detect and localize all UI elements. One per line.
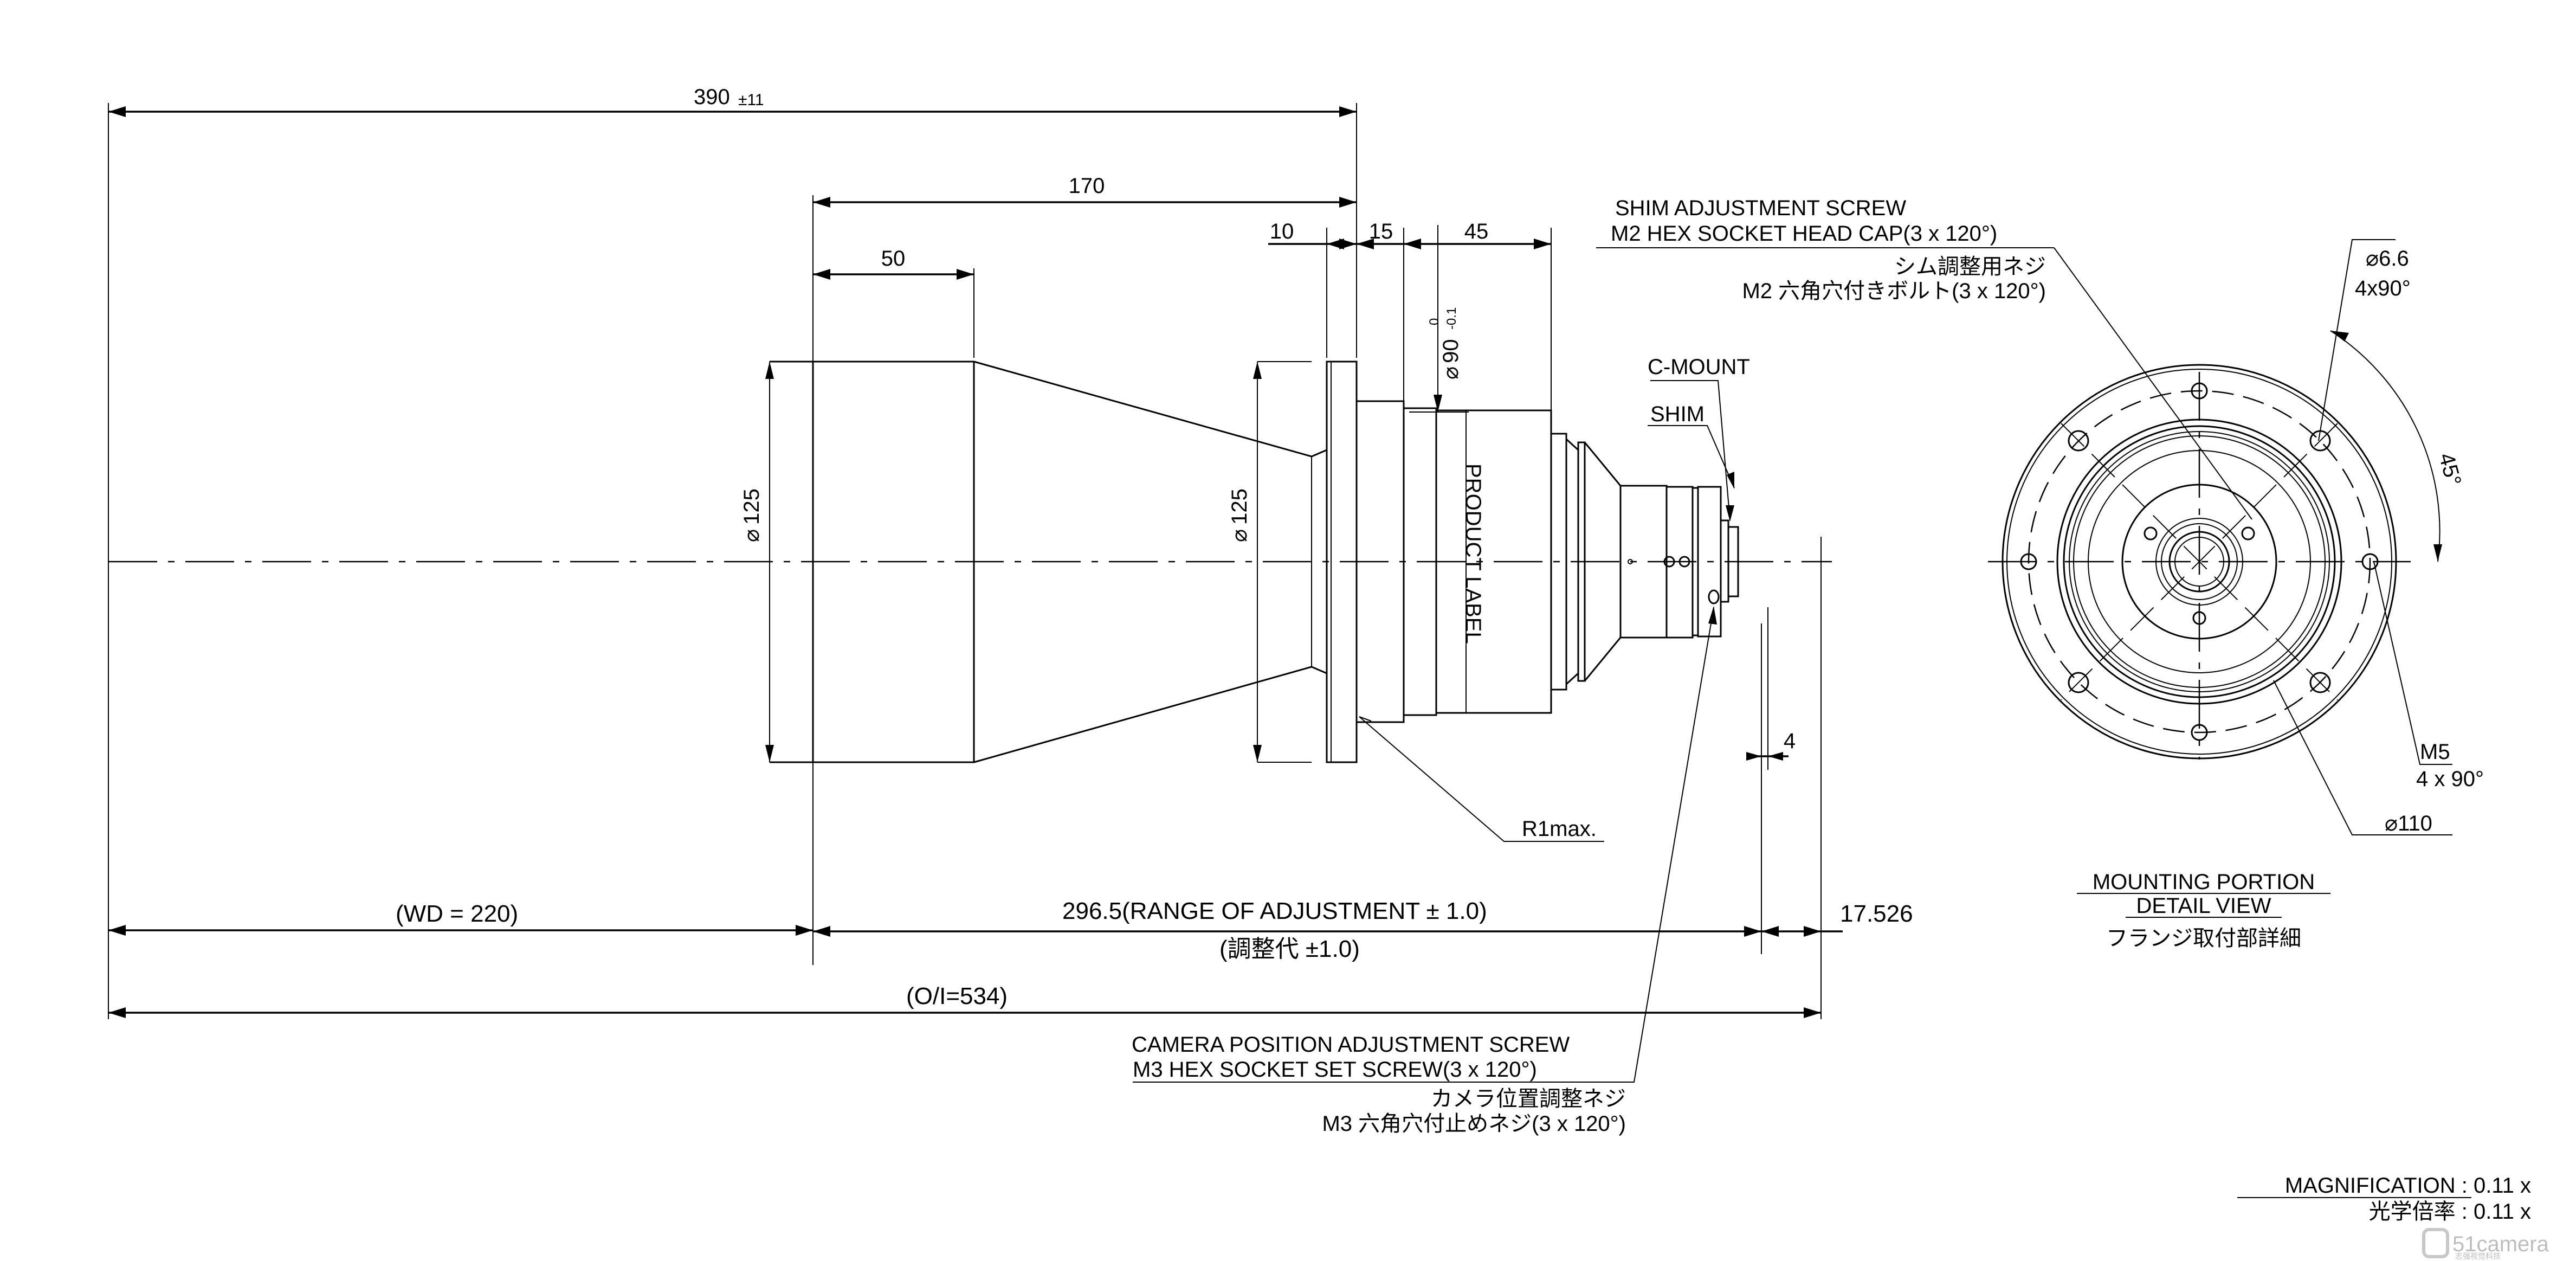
detail-leaders [2273, 239, 2452, 835]
range-adjust-value: 296.5(RANGE OF ADJUSTMENT ± 1.0) [1062, 898, 1487, 924]
camera-screw-label-2: M3 HEX SOCKET SET SCREW(3 x 120°) [1133, 1058, 1537, 1082]
shim-screws [2144, 526, 2255, 625]
leader-r1max: R1max. [1359, 716, 1604, 842]
detail-title-line1: MOUNTING PORTION [2093, 870, 2315, 894]
mounting-detail-view [1988, 364, 2411, 760]
dim-rear-diameter: ⌀125 [1228, 362, 1262, 762]
shim-label: SHIM [1650, 402, 1705, 426]
m5-pattern-label: 4 x 90° [2416, 767, 2484, 791]
hole-dia-label: ⌀6.6 [2366, 247, 2409, 271]
dim-10-value: 10 [1270, 220, 1294, 243]
dim-90-tol-lower: -0.1 [1444, 307, 1459, 330]
leader-camera-screw: CAMERA POSITION ADJUSTMENT SCREW M3 HEX … [1132, 606, 1717, 1136]
detail-title-jp: フランジ取付部詳細 [2106, 927, 2301, 950]
angle-label: 45° [2434, 451, 2465, 488]
dim-90-value: ⌀90 [1439, 339, 1463, 379]
dim-90-tol-upper: 0 [1427, 318, 1442, 325]
magnification-block: MAGNIFICATION : 0.11 x 光学倍率 : 0.11 x [2237, 1174, 2531, 1224]
camera-screw-label-jp2: M3 六角穴付止めネジ(3 x 120°) [1322, 1112, 1626, 1136]
dim-overall-length-value: 390 [694, 85, 730, 109]
watermark-brand-sub: 志强视觉科技 [2455, 1252, 2501, 1260]
dim-45-value: 45 [1464, 220, 1489, 243]
c-mount-label: C-MOUNT [1648, 355, 1750, 379]
leader-cmount: C-MOUNT [1648, 355, 1750, 522]
dim-flange-chain: 10 15 45 [1268, 220, 1551, 249]
flange-holes [2020, 382, 2379, 741]
dim-cmount-offset: 4 [1746, 729, 1796, 761]
dim-range-adjustment: 296.5(RANGE OF ADJUSTMENT ± 1.0) (調整代 ±1… [813, 898, 1761, 962]
magnification-label-jp: 光学倍率 : 0.11 x [2369, 1200, 2531, 1224]
shim-screw-label-1: SHIM ADJUSTMENT SCREW [1615, 196, 1906, 220]
detail-title-line2: DETAIL VIEW [2136, 894, 2271, 918]
dim-front-barrel: 50 [813, 247, 974, 280]
dim-4-value: 4 [1784, 729, 1796, 753]
dim-overall-length: 390 ±11 [108, 85, 1357, 117]
shim-screw-label-2: M2 HEX SOCKET HEAD CAP(3 x 120°) [1611, 222, 1997, 246]
leader-shim: SHIM [1648, 402, 1735, 489]
dim-front-to-flange: 170 [813, 174, 1357, 208]
camera-screw-label-1: CAMERA POSITION ADJUSTMENT SCREW [1132, 1033, 1570, 1057]
m5-label: M5 [2420, 740, 2450, 764]
dim-object-to-image: (O/I=534) [108, 983, 1821, 1018]
r1max-label: R1max. [1522, 817, 1597, 841]
flange-back-value: 17.526 [1840, 900, 1913, 927]
dim-170-value: 170 [1069, 174, 1105, 198]
lens-body [770, 361, 1739, 763]
magnification-label: MAGNIFICATION : 0.11 x [2285, 1174, 2531, 1198]
dim-50-value: 50 [881, 247, 906, 271]
dim-front-diameter: ⌀125 [740, 362, 774, 762]
wd-value: (WD = 220) [396, 900, 518, 927]
hole-pattern-label: 4x90° [2355, 276, 2411, 300]
leader-shim-screw: SHIM ADJUSTMENT SCREW M2 HEX SOCKET HEAD… [1596, 196, 2252, 520]
detail-title: MOUNTING PORTION DETAIL VIEW フランジ取付部詳細 [2077, 870, 2330, 950]
camera-screw-label-jp1: カメラ位置調整ネジ [1431, 1087, 1626, 1111]
oi-value: (O/I=534) [906, 983, 1008, 1009]
range-adjust-jp-value: (調整代 ±1.0) [1219, 936, 1360, 962]
pcd-label: ⌀110 [2385, 812, 2432, 835]
extension-lines [108, 103, 1822, 1019]
dim-flange-back: 17.526 [1761, 900, 1913, 937]
dim-mount-diameter: ⌀90 0 -0.1 [1409, 225, 1469, 413]
watermark-brand: 51camera [2452, 1232, 2549, 1256]
dim-rear-dia-value: ⌀125 [1228, 488, 1251, 542]
shim-screw-label-jp1: シム調整用ネジ [1894, 255, 2046, 279]
product-label-text: PRODUCT LABEL [1461, 464, 1485, 644]
dim-working-distance: (WD = 220) [108, 900, 813, 936]
dim-overall-length-tol: ±11 [738, 91, 764, 109]
dim-front-dia-value: ⌀125 [740, 488, 764, 542]
shim-screw-label-jp2: M2 六角穴付きボルト(3 x 120°) [1742, 279, 2046, 303]
watermark-logo: 51camera 志强视觉科技 [2422, 1228, 2549, 1260]
dim-15-value: 15 [1369, 220, 1393, 243]
